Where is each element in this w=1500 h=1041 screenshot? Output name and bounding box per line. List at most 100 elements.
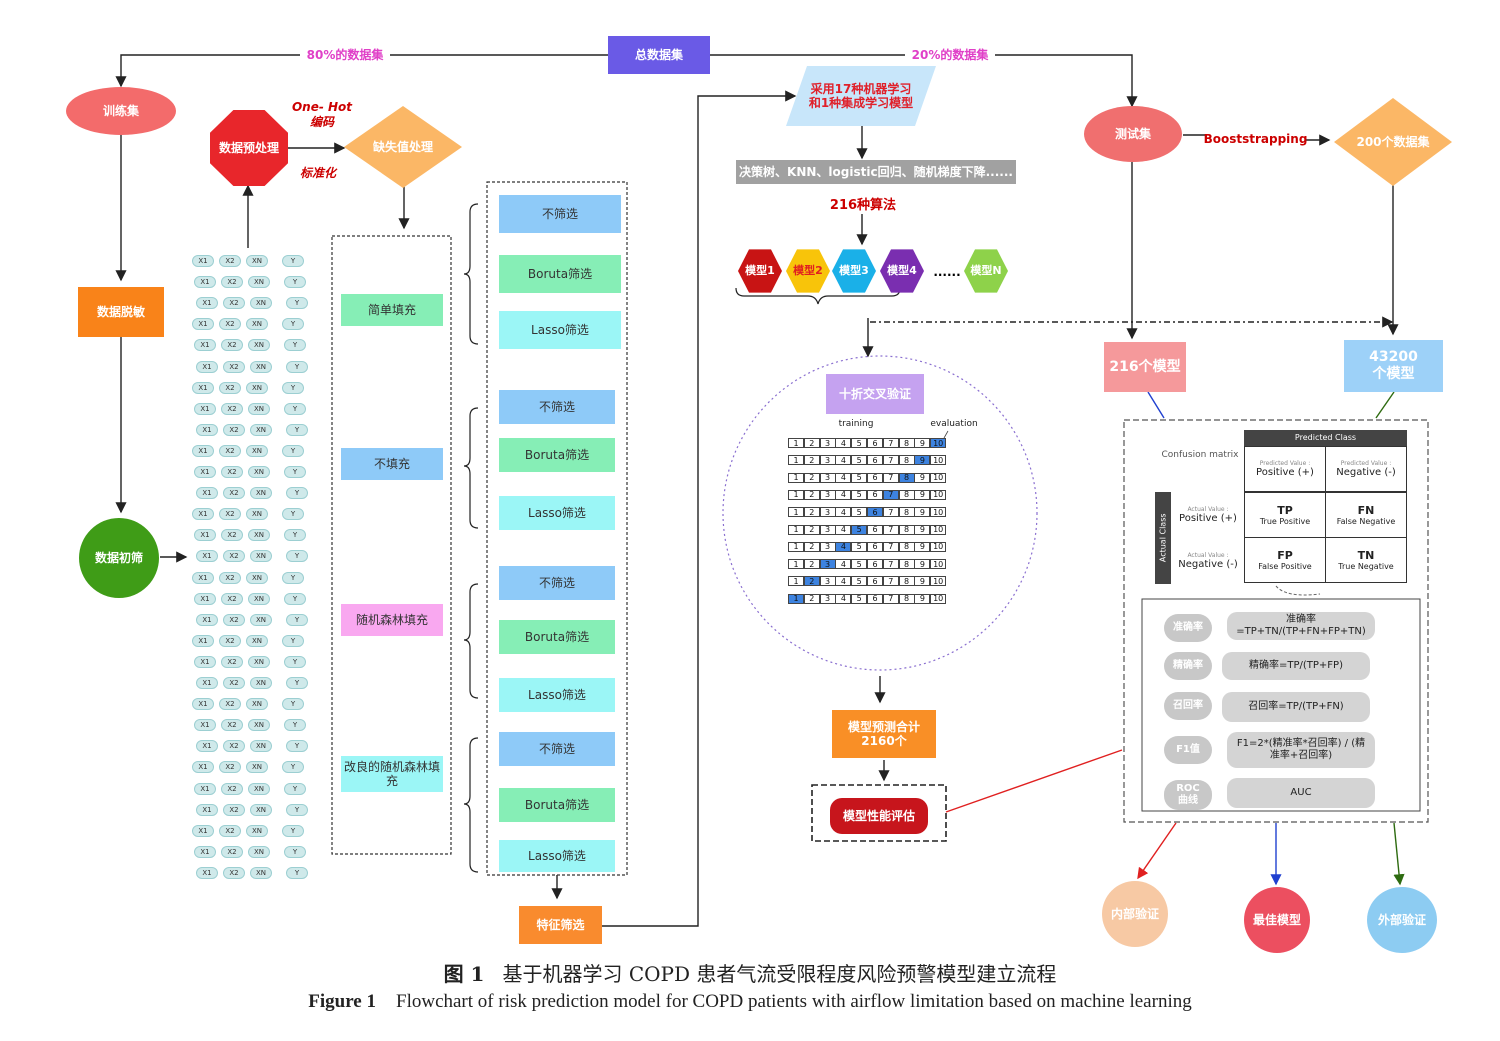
cv-cell: 1 — [788, 541, 804, 552]
feature-pill-y: Y — [282, 255, 304, 267]
tp-abbr: TP — [1277, 504, 1293, 517]
cv-cell: 2 — [803, 455, 820, 466]
cv-cell: 10 — [930, 541, 947, 552]
feature-pill-xn: XN — [246, 761, 268, 774]
cv-cell: 2 — [803, 559, 820, 570]
cv-cell: 9 — [914, 541, 931, 552]
metric-f1-label: F1值 — [1164, 736, 1212, 764]
feature-pill-y: Y — [286, 360, 308, 373]
feature-pill-y: Y — [284, 529, 306, 542]
cell-tn: TN True Negative — [1325, 537, 1407, 583]
cv-cell: 5 — [851, 593, 868, 604]
feature-pill-xn: XN — [250, 550, 272, 563]
cv-cell: 7 — [882, 507, 899, 518]
feature-pill-xn: XN — [246, 381, 268, 394]
opt-none-1: 不筛选 — [499, 195, 621, 233]
feature-pill-x2: X2 — [221, 529, 243, 542]
cv-cell: 2 — [803, 524, 820, 535]
tn-abbr: TN — [1357, 549, 1375, 562]
cv-cell: 9 — [914, 593, 931, 604]
feature-pill-y: Y — [284, 276, 306, 289]
feature-pill-xn: XN — [250, 613, 272, 626]
feature-pill-x2: X2 — [219, 824, 241, 837]
opt-boruta-3: Boruta筛选 — [499, 620, 615, 654]
feature-pill-y: Y — [284, 402, 306, 415]
feature-pill-xn: XN — [248, 719, 270, 732]
cv-cell: 7 — [882, 576, 899, 587]
metric-roc-label: ROC曲线 — [1164, 780, 1212, 810]
cv-cell: 7 — [882, 455, 899, 466]
cv-cell: 4 — [835, 576, 852, 587]
feature-pill-y: Y — [286, 613, 308, 626]
feature-pill-x1: X1 — [192, 571, 214, 584]
onehot-label: One- Hot — [291, 99, 353, 114]
feature-pill-xn: XN — [248, 339, 270, 352]
cv-cell: 4 — [835, 438, 852, 448]
cv-cell: 4 — [835, 489, 852, 500]
cv-evaluation-label: evaluation — [930, 418, 978, 429]
feature-pill-xn: XN — [246, 571, 268, 584]
feature-pill-x1: X1 — [192, 381, 214, 394]
fill-simple-node: 简单填充 — [341, 294, 443, 326]
cv-cell: 7 — [882, 593, 899, 604]
cv-cell: 6 — [867, 576, 883, 587]
pred-positive-text: Positive (+) — [1256, 467, 1314, 478]
feature-pill-x2: X2 — [223, 550, 245, 563]
feature-pill-y: Y — [282, 824, 304, 837]
cv-cell: 1 — [788, 489, 804, 500]
standardize-label: 标准化 — [299, 165, 336, 180]
fp-full: False Positive — [1258, 562, 1312, 571]
metric-precision-formula: 精确率=TP/(TP+FP) — [1222, 652, 1370, 680]
feature-pill-y: Y — [284, 655, 306, 668]
initial-screen-node: 数据初筛 — [79, 518, 159, 598]
cv-cell: 8 — [898, 593, 915, 604]
feature-pill-y: Y — [282, 571, 304, 584]
feature-pill-x2: X2 — [221, 782, 243, 795]
pred-value-label: Predicted Value : — [1259, 460, 1311, 467]
feature-pill-xn: XN — [246, 318, 268, 331]
cv-cell: 6 — [867, 524, 883, 535]
feature-pill-y: Y — [282, 508, 304, 521]
cv-cell: 5 — [851, 489, 868, 500]
feature-pill-y: Y — [282, 761, 304, 774]
cv-cell: 8 — [898, 472, 915, 483]
feature-pill-x1: X1 — [196, 423, 218, 436]
cv-cell: 2 — [803, 576, 820, 587]
feature-pill-x1: X1 — [194, 466, 216, 478]
opt-lasso-3: Lasso筛选 — [499, 678, 615, 712]
cv-training-label: training — [838, 418, 874, 429]
feature-pill-x1: X1 — [196, 740, 218, 753]
feature-pill-x1: X1 — [196, 613, 218, 626]
feature-pill-xn: XN — [246, 698, 268, 711]
feature-pill-x1: X1 — [192, 318, 214, 331]
feature-select-node: 特征筛选 — [519, 906, 602, 944]
cv-cell: 10 — [930, 593, 947, 604]
feature-pill-xn: XN — [250, 740, 272, 753]
desensitize-node: 数据脱敏 — [78, 287, 164, 337]
feature-pill-x2: X2 — [223, 677, 245, 689]
cv-cell: 8 — [898, 489, 915, 500]
feature-pill-x2: X2 — [223, 297, 245, 310]
fp-abbr: FP — [1277, 549, 1293, 562]
metric-precision-label: 精确率 — [1164, 652, 1212, 680]
cv-cell: 6 — [867, 472, 883, 483]
feature-pill-x1: X1 — [194, 655, 216, 668]
metric-roc-formula: AUC — [1227, 778, 1375, 808]
feature-pill-x2: X2 — [223, 740, 245, 753]
cv-cell: 10 — [930, 455, 947, 466]
fill-none-node: 不填充 — [341, 448, 443, 480]
cv-cell: 7 — [882, 541, 899, 552]
feature-pill-x1: X1 — [194, 402, 216, 415]
cv-cell: 4 — [835, 507, 852, 518]
feature-pill-x1: X1 — [196, 866, 218, 879]
feature-pill-x2: X2 — [219, 444, 241, 457]
feature-pill-xn: XN — [250, 297, 272, 310]
feature-pill-y: Y — [284, 782, 306, 795]
feature-pill-xn: XN — [246, 255, 268, 267]
cv-cell: 1 — [788, 472, 804, 483]
metric-f1-formula: F1=2*(精准率*召回率) / (精准率+召回率) — [1227, 732, 1375, 768]
cv-cell: 9 — [914, 472, 931, 483]
feature-pill-xn: XN — [248, 845, 270, 858]
cv-cell: 3 — [819, 472, 836, 483]
